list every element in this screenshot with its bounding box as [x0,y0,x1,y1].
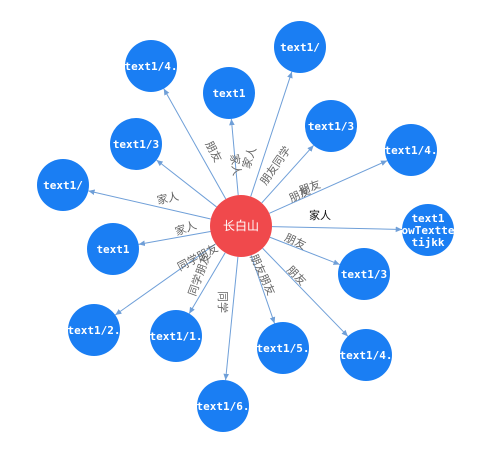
node-11[interactable]: text1/5. [257,322,310,374]
edge-2 [229,118,239,196]
edge-7 [138,230,211,247]
node-10-label: text1/1. [150,330,203,343]
node-11-circle[interactable] [257,322,309,374]
edge-1 [250,71,293,197]
edge-0 [163,88,227,200]
node-6-circle[interactable] [37,159,89,211]
node-4[interactable]: text1/4. [385,124,438,176]
edge-3 [261,144,314,204]
edge-11 [250,255,276,324]
node-9[interactable]: text1/2. [68,304,121,356]
node-12-label: text1/4. [340,349,393,362]
edge-label-0: 朋友 [203,139,226,165]
node-13-circle[interactable] [197,380,249,432]
node-10-circle[interactable] [150,310,202,362]
node-2-label: text1 [212,87,245,100]
edge-12 [262,247,349,337]
node-1-circle[interactable] [274,21,326,73]
edge-5 [156,159,217,208]
node-11-label: text1/5. [257,342,310,355]
node-7-label: text1 [96,243,129,256]
edge-label-wide: 家人 [309,208,331,222]
edge-label-13: 同学 [216,291,230,313]
node-6-label: text1/ [43,179,83,192]
node-0-label: text1/4. [125,60,178,73]
edge-label-4: 朋友 [297,177,322,198]
edge-10 [188,252,226,314]
node-3[interactable]: text1/3 [305,100,357,152]
node-8[interactable]: text1/3 [338,248,390,300]
node-7[interactable]: text1 [87,223,139,275]
node-wide-circle[interactable] [402,204,454,256]
edge-label-12: 朋友 [284,263,309,288]
node-4-label: text1/4. [385,144,438,157]
node-5[interactable]: text1/3 [110,118,162,170]
center-node-label: 长白山 [223,218,259,233]
node-2-circle[interactable] [203,67,255,119]
node-wide-label: tijkk [411,236,444,249]
center-node-circle[interactable] [210,195,272,257]
node-12-circle[interactable] [340,329,392,381]
node-7-circle[interactable] [87,223,139,275]
node-9-label: text1/2. [68,324,121,337]
node-1[interactable]: text1/ [274,21,326,73]
node-wide-label: owTextte [402,224,455,237]
edge-label-8: 朋友 [282,230,308,252]
node-6[interactable]: text1/ [37,159,89,211]
edge-13 [223,256,239,381]
node-12[interactable]: text1/4. [340,329,393,381]
node-13-label: text1/6. [197,400,250,413]
node-1-label: text1/ [280,41,320,54]
node-13[interactable]: text1/6. [197,380,250,432]
edge-label-11: 朋友朋友 [247,252,278,298]
node-10[interactable]: text1/1. [150,310,203,362]
node-8-circle[interactable] [338,248,390,300]
node-4-circle[interactable] [385,124,437,176]
edge-8 [269,236,340,266]
center-node[interactable]: 长白山 [210,195,272,257]
node-wide-label: text1 [411,212,444,225]
edge-9 [114,243,216,316]
node-5-label: text1/3 [113,138,159,151]
node-8-label: text1/3 [341,268,387,281]
node-3-label: text1/3 [308,120,354,133]
node-0-circle[interactable] [125,40,177,92]
edge-label-6: 家人 [156,189,180,207]
nodes-layer: text1/4. text1/text1 text1/3 text1/4. text1/… [37,21,455,432]
node-5-circle[interactable] [110,118,162,170]
edge-label-7: 家人 [173,218,198,239]
edges-layer [88,71,403,381]
edge-label-5: 朋友同学 [257,143,294,187]
node-9-circle[interactable] [68,304,120,356]
edge-4 [269,160,388,214]
node-3-circle[interactable] [305,100,357,152]
edge-label-1: 家人 [239,145,259,170]
edge-wide [271,226,403,233]
node-0[interactable]: text1/4. [125,40,178,92]
edge-label-2: 家人 [228,153,245,177]
edge-6 [88,189,211,220]
node-2[interactable]: text1 [203,67,255,119]
